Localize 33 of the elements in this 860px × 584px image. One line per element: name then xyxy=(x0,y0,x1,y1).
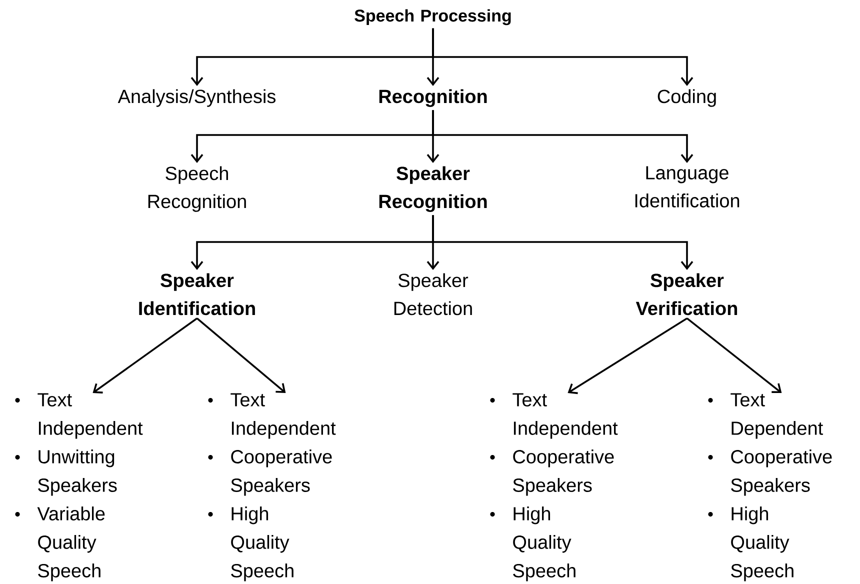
heading: Speech Processing xyxy=(354,9,511,26)
node-label: Text Independent xyxy=(230,393,336,439)
node-label: High Quality Speech xyxy=(513,506,576,582)
bullet-list: Text Independent Cooperative Speakers High Quality Speech xyxy=(208,393,336,582)
node-label: High Quality Speech xyxy=(231,506,294,582)
bullet-list: Text Dependent Cooperative Speakers High Quality Speech xyxy=(708,393,832,582)
arrow xyxy=(432,28,694,86)
arrow xyxy=(196,318,286,393)
node-label: Cooperative Speakers xyxy=(731,449,832,496)
arrow xyxy=(568,318,688,394)
arrow xyxy=(432,215,694,270)
node-label: Text Dependent xyxy=(730,393,824,439)
node-label: Cooperative Speakers xyxy=(231,449,332,496)
category-label: Analysis/Synthesis xyxy=(118,89,276,107)
node-label: Text Independent xyxy=(38,393,143,439)
node-label: Cooperative Speakers xyxy=(513,449,614,496)
node-label: Unwitting Speakers xyxy=(38,449,117,496)
bullet-list: Text Independent Unwitting Speakers Variable Quality Speech xyxy=(15,393,143,582)
category-label: Coding xyxy=(658,89,716,107)
node-label: Text Independent xyxy=(512,393,618,439)
category-label: Recognition xyxy=(379,89,487,107)
arrow xyxy=(432,110,694,163)
category-label: Speaker Verification xyxy=(636,273,738,316)
category-label: Language Identification xyxy=(635,166,740,208)
category-label: Speaker Identification xyxy=(139,273,255,316)
category-label: Speech Recognition xyxy=(148,166,246,212)
category-label: Speaker Detection xyxy=(394,273,472,316)
node-label: Variable Quality Speech xyxy=(37,506,105,582)
bullet-list: Text Independent Cooperative Speakers High Quality Speech xyxy=(490,393,618,582)
arrow xyxy=(686,318,782,393)
node-label: High Quality Speech xyxy=(731,506,794,582)
arrow xyxy=(92,318,198,394)
category-label: Speaker Recognition xyxy=(379,166,487,212)
